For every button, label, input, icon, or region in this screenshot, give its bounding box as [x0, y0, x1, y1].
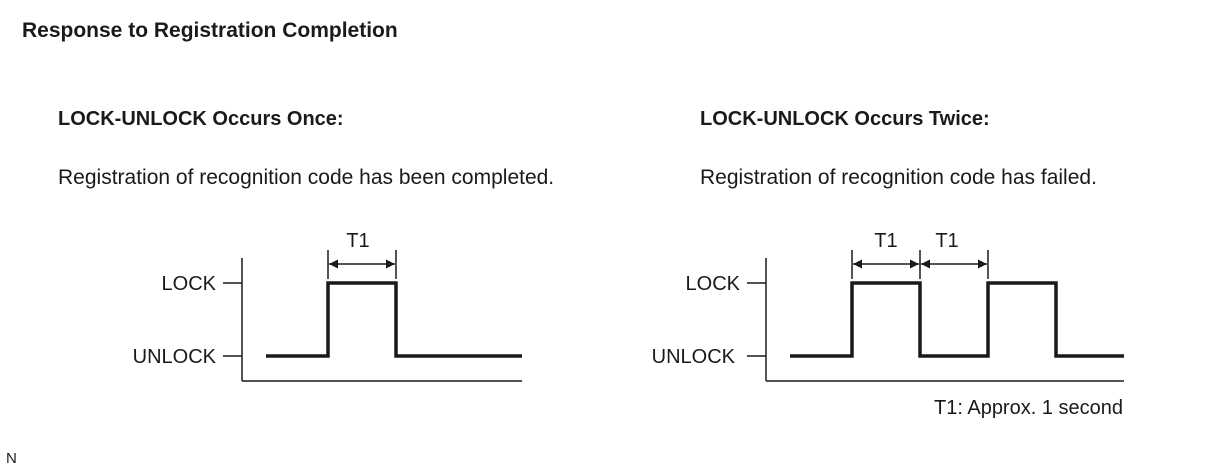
- once-t1-label: T1: [346, 230, 369, 252]
- once-unlock-label: UNLOCK: [133, 346, 217, 368]
- twice-timing-diagram: LOCK UNLOCK T1 T1: [652, 230, 1124, 382]
- twice-lock-label: LOCK: [686, 273, 741, 295]
- once-signal-waveform: [266, 281, 522, 358]
- once-lock-label: LOCK: [162, 273, 217, 295]
- t1-footnote: T1: Approx. 1 second: [934, 397, 1124, 419]
- twice-t1-label-2: T1: [935, 230, 958, 252]
- page-title: Response to Registration Completion: [22, 19, 398, 42]
- twice-description: Registration of recognition code has fai…: [700, 166, 1097, 189]
- once-timing-diagram: LOCK UNLOCK T1: [133, 230, 522, 382]
- twice-unlock-label: UNLOCK: [652, 346, 736, 368]
- twice-signal-waveform: [790, 281, 1124, 358]
- twice-t1-label-1: T1: [874, 230, 897, 252]
- once-description: Registration of recognition code has bee…: [58, 166, 555, 189]
- twice-heading: LOCK-UNLOCK Occurs Twice:: [700, 108, 990, 130]
- once-heading: LOCK-UNLOCK Occurs Once:: [58, 108, 344, 130]
- corner-mark: N: [6, 450, 17, 467]
